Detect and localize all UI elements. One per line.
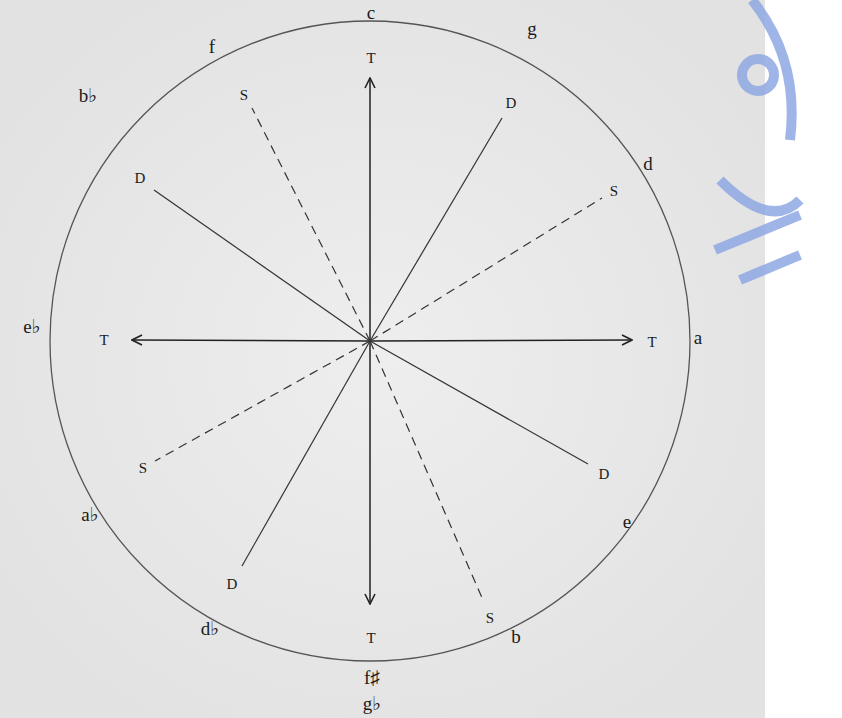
key-name: e♭ bbox=[23, 317, 40, 336]
function-letter: T bbox=[366, 51, 375, 66]
key-name: f bbox=[209, 37, 215, 56]
function-letter: S bbox=[139, 461, 147, 476]
function-letter: D bbox=[227, 577, 238, 592]
key-name: g bbox=[527, 19, 537, 38]
function-letter: D bbox=[506, 96, 517, 111]
key-name: c bbox=[367, 3, 375, 22]
function-letter: D bbox=[135, 171, 146, 186]
key-name: g♭ bbox=[363, 694, 381, 713]
key-name: b bbox=[511, 627, 521, 646]
function-letter: T bbox=[99, 333, 108, 348]
key-name: a bbox=[694, 328, 702, 347]
function-letter: T bbox=[366, 631, 375, 646]
function-letter: S bbox=[610, 184, 618, 199]
tonic-axes bbox=[132, 78, 632, 604]
key-circle bbox=[50, 21, 690, 661]
key-name: e bbox=[623, 512, 631, 531]
watermark-logo bbox=[715, 0, 800, 280]
subdominant-lines bbox=[155, 108, 602, 600]
key-name: d bbox=[643, 154, 653, 173]
key-name: f♯ bbox=[364, 668, 380, 687]
function-letter: S bbox=[486, 611, 494, 626]
function-letter: T bbox=[647, 335, 656, 350]
function-letter: D bbox=[599, 467, 610, 482]
key-name: b♭ bbox=[79, 86, 97, 105]
function-letter: S bbox=[240, 88, 248, 103]
paper-ground bbox=[0, 0, 765, 718]
key-name: d♭ bbox=[201, 619, 219, 638]
key-name: a♭ bbox=[81, 505, 98, 524]
